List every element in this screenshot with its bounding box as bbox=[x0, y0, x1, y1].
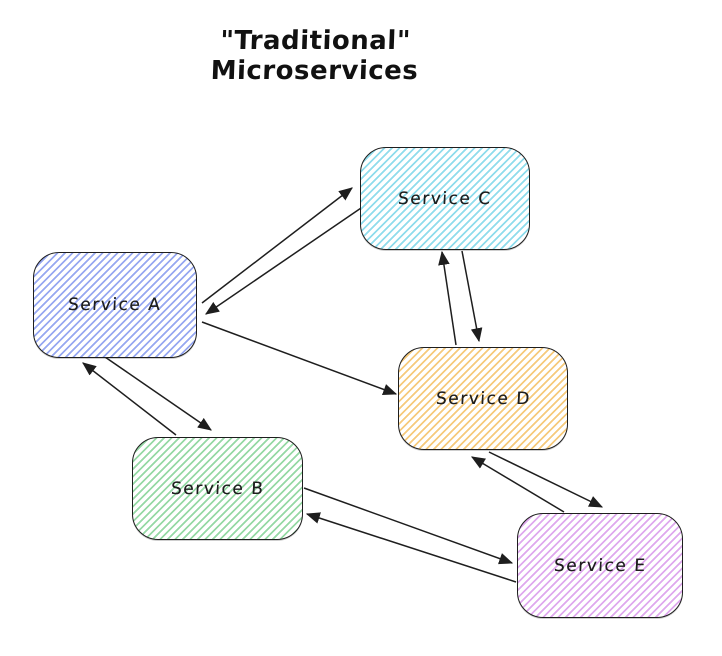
arrow-b-to-a bbox=[82, 362, 177, 436]
node-service-c-label: Service C bbox=[397, 188, 493, 209]
arrow-c-to-d bbox=[461, 250, 483, 343]
arrow-a-to-b bbox=[104, 356, 212, 431]
node-service-e: Service E bbox=[517, 513, 683, 618]
arrow-d-to-c bbox=[438, 250, 457, 346]
node-service-d: Service D bbox=[398, 347, 568, 450]
arrow-b-to-e bbox=[303, 487, 514, 565]
arrow-e-to-b bbox=[305, 512, 517, 583]
node-service-a-label: Service A bbox=[67, 295, 163, 315]
arrow-a-to-c bbox=[201, 187, 353, 304]
node-service-b-label: Service B bbox=[170, 478, 265, 499]
arrow-e-to-d bbox=[470, 456, 565, 513]
arrow-c-to-a bbox=[205, 205, 365, 315]
node-service-e-label: Service E bbox=[553, 555, 647, 576]
node-service-c: Service C bbox=[360, 147, 530, 250]
node-service-d-label: Service D bbox=[435, 388, 531, 409]
node-service-a: Service A bbox=[33, 252, 197, 358]
arrow-a-to-d bbox=[201, 321, 398, 396]
node-service-b: Service B bbox=[132, 437, 303, 540]
arrow-d-to-e bbox=[488, 451, 604, 508]
